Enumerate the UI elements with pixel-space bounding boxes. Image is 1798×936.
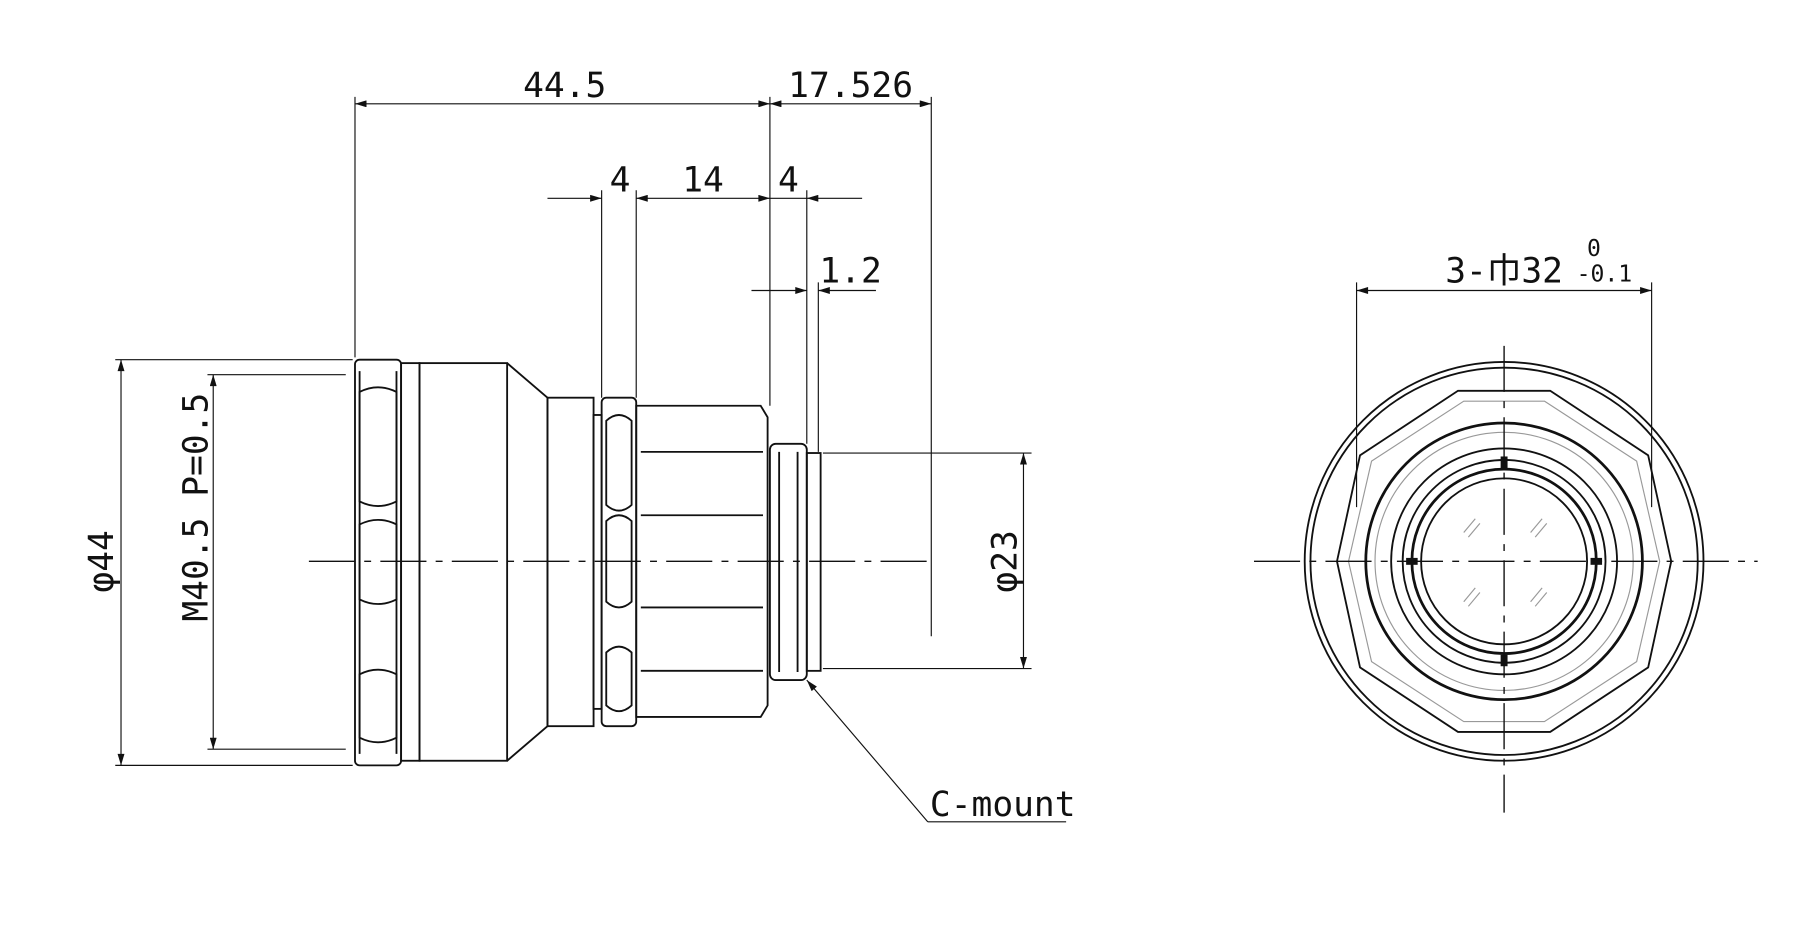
dim-mount-width: 4 xyxy=(778,160,799,200)
dim-nut-width: 4 xyxy=(610,160,631,200)
side-view: 44.5 17.526 4 14 4 1.2 φ44 M40.5 P=0.5 φ… xyxy=(82,66,1076,825)
tol-lower: -0.1 xyxy=(1577,261,1633,287)
front-view: 3-巾32 0 -0.1 xyxy=(1253,236,1758,813)
dim-overall-length: 44.5 xyxy=(523,66,606,106)
hex-outline xyxy=(1336,389,1673,733)
dim-flange-back: 17.526 xyxy=(788,66,913,106)
c-mount-label: C-mount xyxy=(930,785,1076,825)
front-ring xyxy=(354,358,403,767)
tol-upper: 0 xyxy=(1587,236,1601,262)
dim-across-flats: 3-巾32 xyxy=(1445,251,1563,291)
lens-glass-glint xyxy=(1463,518,1548,607)
dim-outer-diameter: φ44 xyxy=(82,530,122,592)
width-across-flats-dim: 3-巾32 0 -0.1 xyxy=(1355,236,1653,508)
dim-filter-thread: M40.5 P=0.5 xyxy=(176,393,216,622)
barrel xyxy=(400,362,603,762)
dim-mount-diameter: φ23 xyxy=(986,530,1026,592)
c-mount-thread xyxy=(768,442,822,681)
c-mount-callout: C-mount xyxy=(806,679,1076,825)
dim-hex-length: 14 xyxy=(682,160,724,200)
dimensions: 44.5 17.526 4 14 4 1.2 φ44 M40.5 P=0.5 φ… xyxy=(82,66,1032,766)
hex-body xyxy=(635,404,769,718)
dim-thread-depth: 1.2 xyxy=(819,251,881,291)
